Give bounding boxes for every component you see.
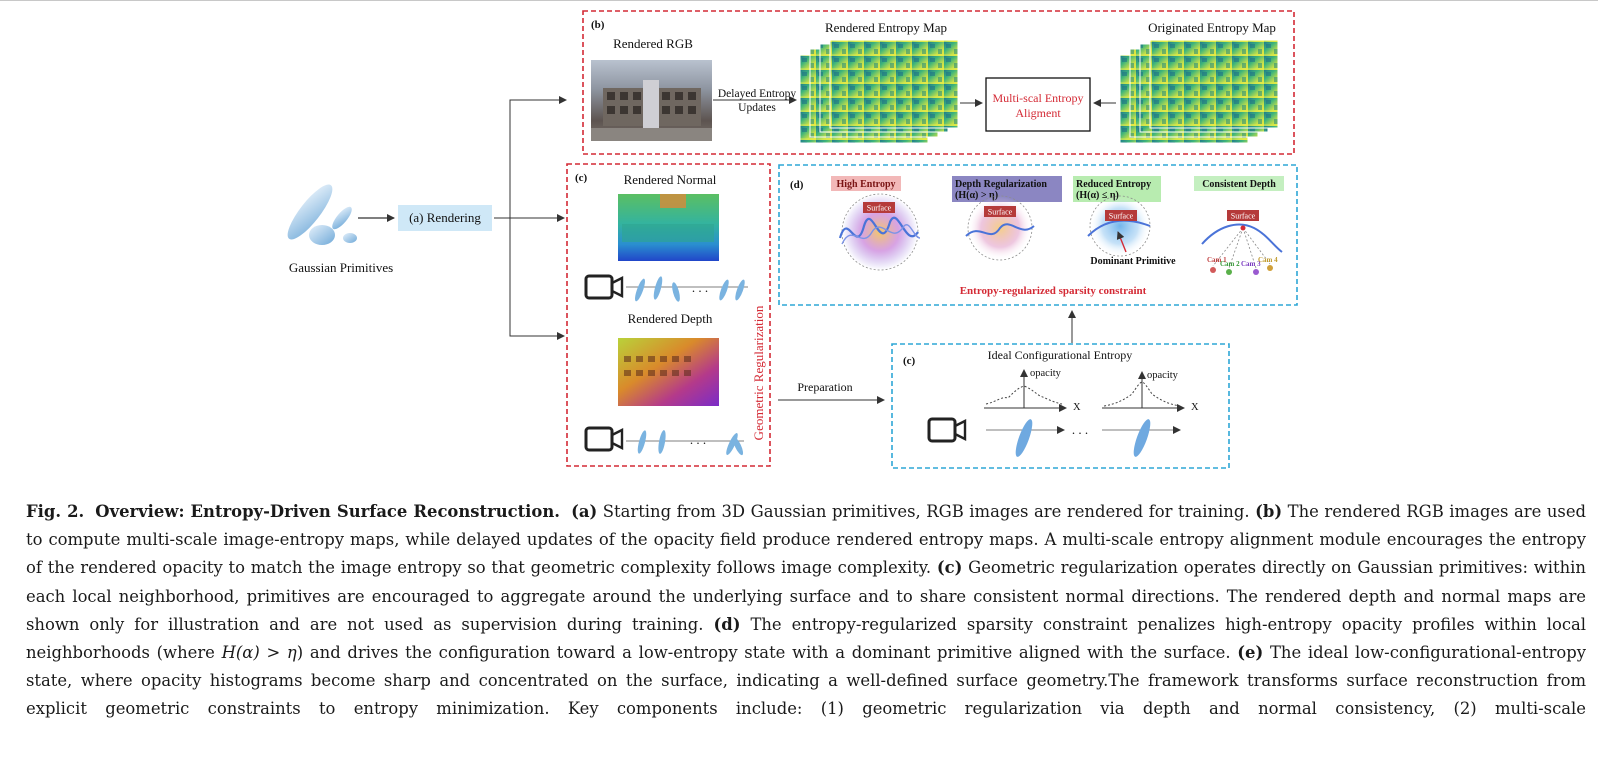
sparsity-constraint-label: Entropy-regularized sparsity constraint xyxy=(960,285,1147,297)
panel-c-tag: (c) xyxy=(575,172,588,184)
preparation-label: Preparation xyxy=(797,380,852,394)
multiscale-alignment-box xyxy=(985,77,1091,132)
high-entropy-badge xyxy=(831,176,901,191)
gaussian-primitives-label: Gaussian Primitives xyxy=(289,260,393,275)
surface-label-2: Surface xyxy=(988,208,1013,217)
consistent-depth-label: Consistent Depth xyxy=(1202,179,1276,190)
depth-regularization-illustration xyxy=(965,195,1035,261)
surface-badge-1 xyxy=(863,202,895,213)
reduced-entropy-label-2: (H(α) ≤ η) xyxy=(1076,190,1119,201)
panel-b-tag: (b) xyxy=(591,19,605,31)
panel-c-frame xyxy=(566,163,771,467)
rendered-normal-image xyxy=(618,194,719,261)
geometric-regularization-label: Geometric Regularization xyxy=(751,305,766,440)
depth-regularization-label-2: (H(α) > η) xyxy=(955,190,998,201)
rendered-entropy-map-label: Rendered Entropy Map xyxy=(825,20,947,35)
opacity-histogram-1 xyxy=(984,369,1067,412)
panel-b-frame xyxy=(582,10,1295,155)
consistent-depth-illustration xyxy=(1201,223,1283,275)
originated-entropy-map-stack xyxy=(1119,39,1279,144)
opacity-label-1: opacity xyxy=(1030,368,1062,379)
camera-icon-ideal xyxy=(927,417,967,443)
cam3-label: Cam 3 xyxy=(1241,260,1261,268)
cam2-label: Cam 2 xyxy=(1220,260,1240,268)
depth-regularization-label-1: Depth Regularization xyxy=(955,179,1047,190)
depth-dots: . . . xyxy=(690,432,706,447)
caption-c-tag: (c) xyxy=(936,558,963,578)
caption-e-tag: (e) xyxy=(1237,643,1264,663)
camera-icon-depth xyxy=(584,426,624,452)
normal-dots: . . . xyxy=(692,280,708,295)
rendered-normal-label: Rendered Normal xyxy=(624,172,717,187)
caption-d-text-1: The entropy-regularized sparsity constra… xyxy=(26,614,1587,663)
caption-d-tag: (d) xyxy=(713,614,741,634)
rendered-depth-label: Rendered Depth xyxy=(628,311,713,326)
surface-badge-4 xyxy=(1227,210,1259,221)
caption-a-tag: (a) xyxy=(571,502,598,521)
surface-label-4: Surface xyxy=(1231,212,1256,221)
ideal-primitives-row xyxy=(986,419,1181,457)
caption-c-text: Geometric regularization operates direct… xyxy=(26,558,1586,634)
rendered-depth-image xyxy=(618,338,719,406)
depth-primitives-row xyxy=(626,430,744,456)
camera-icon-normal xyxy=(584,274,624,300)
x-label-1: X xyxy=(1073,402,1081,413)
caption-b-tag: (b) xyxy=(1255,502,1283,521)
panel-d-tag: (d) xyxy=(790,179,804,191)
panel-d-frame xyxy=(778,164,1298,306)
cam4-label: Cam 4 xyxy=(1258,256,1278,264)
opacity-histogram-2 xyxy=(1102,371,1185,412)
overview-figure: Gaussian Primitives (a) Rendering (b) Re… xyxy=(287,10,1298,469)
caption-e-text: The ideal low-configurational-entropy st… xyxy=(26,643,1587,719)
gaussian-primitives-icon xyxy=(287,184,357,245)
caption-fig-title: Overview: Entropy-Driven Surface Reconst… xyxy=(95,502,560,521)
caption-d-text-2: ) and drives the configuration toward a … xyxy=(296,643,1231,663)
high-entropy-illustration xyxy=(838,193,921,271)
rendering-box xyxy=(398,205,492,231)
delayed-label-1: Delayed Entropy xyxy=(718,88,796,100)
branch-arrows xyxy=(494,96,567,340)
surface-badge-3 xyxy=(1105,210,1137,221)
caption-d-math: H(α) > η xyxy=(221,643,297,663)
reduced-entropy-illustration xyxy=(1087,195,1151,257)
panel-e-tag: (c) xyxy=(903,355,916,367)
surface-label-1: Surface xyxy=(867,204,892,213)
surface-label-3: Surface xyxy=(1109,212,1134,221)
figure-caption: Fig. 2. Overview: Entropy-Driven Surface… xyxy=(26,498,1586,724)
consistent-depth-badge xyxy=(1194,176,1284,191)
multiscale-label-1: Multi-scal Entropy xyxy=(993,91,1084,105)
surface-badge-2 xyxy=(984,206,1016,217)
rendered-rgb-label: Rendered RGB xyxy=(613,36,693,51)
opacity-label-2: opacity xyxy=(1147,370,1179,381)
caption-b-text: The rendered RGB images are used to comp… xyxy=(26,502,1587,578)
caption-fig-label: Fig. 2. xyxy=(26,502,85,521)
caption-a-text: Starting from 3D Gaussian primitives, RG… xyxy=(602,502,1250,521)
ideal-dots: . . . xyxy=(1072,422,1088,437)
panel-e-title: Ideal Configurational Entropy xyxy=(988,348,1133,362)
multiscale-label-2: Aligment xyxy=(1015,106,1061,120)
cam1-label: Cam 1 xyxy=(1207,256,1227,264)
dominant-primitive-label: Dominant Primitive xyxy=(1090,256,1176,267)
rendered-entropy-map-stack xyxy=(799,39,959,144)
reduced-entropy-label-1: Reduced Entropy xyxy=(1076,179,1151,190)
x-label-2: X xyxy=(1191,402,1199,413)
rendered-rgb-image xyxy=(591,60,712,141)
originated-entropy-map-label: Originated Entropy Map xyxy=(1148,20,1276,35)
top-rule xyxy=(0,0,1598,1)
high-entropy-label: High Entropy xyxy=(837,179,896,190)
rendering-label: (a) Rendering xyxy=(409,210,481,225)
delayed-label-2: Updates xyxy=(738,102,776,114)
panel-e-frame xyxy=(891,343,1230,469)
normal-primitives-row xyxy=(626,276,748,302)
